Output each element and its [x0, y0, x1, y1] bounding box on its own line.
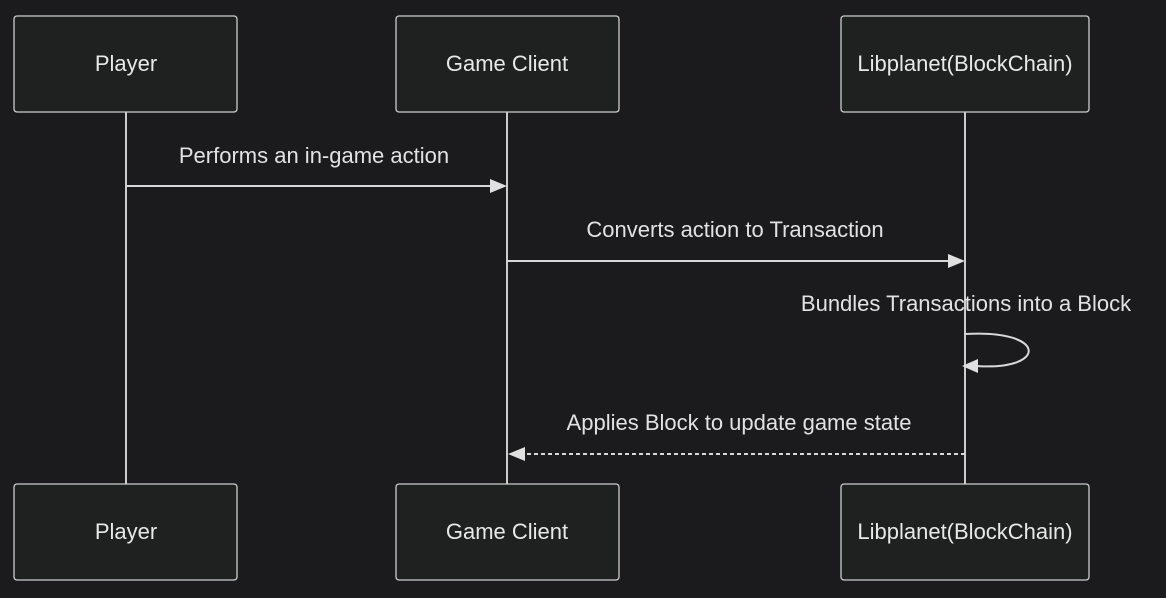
actor-top-game-client: Game Client [395, 15, 620, 113]
arrowhead-icon [948, 254, 965, 268]
actor-top-player-label: Player [95, 51, 157, 76]
actor-top-libplanet: Libplanet(BlockChain) [840, 15, 1090, 113]
message-bundles-transactions: Bundles Transactions into a Block [801, 291, 1132, 373]
message-performs-action: Performs an in-game action [126, 143, 507, 193]
actor-top-player: Player [13, 15, 238, 113]
arrowhead-icon [962, 359, 978, 373]
actor-bottom-player: Player [13, 483, 238, 581]
actor-top-libplanet-label: Libplanet(BlockChain) [857, 51, 1072, 76]
actor-bottom-player-label: Player [95, 519, 157, 544]
message-applies-block: Applies Block to update game state [508, 410, 965, 461]
self-loop-arrow-line [964, 332, 1030, 368]
message-label: Applies Block to update game state [567, 410, 912, 435]
message-label: Bundles Transactions into a Block [801, 291, 1132, 316]
arrowhead-icon [508, 447, 525, 461]
actor-bottom-libplanet-label: Libplanet(BlockChain) [857, 519, 1072, 544]
actor-bottom-game-client-label: Game Client [446, 519, 568, 544]
actor-top-game-client-label: Game Client [446, 51, 568, 76]
arrowhead-icon [490, 179, 507, 193]
message-label: Performs an in-game action [179, 143, 449, 168]
message-label: Converts action to Transaction [586, 217, 883, 242]
actor-bottom-libplanet: Libplanet(BlockChain) [840, 483, 1090, 581]
actor-bottom-game-client: Game Client [395, 483, 620, 581]
message-converts-action: Converts action to Transaction [507, 217, 965, 268]
